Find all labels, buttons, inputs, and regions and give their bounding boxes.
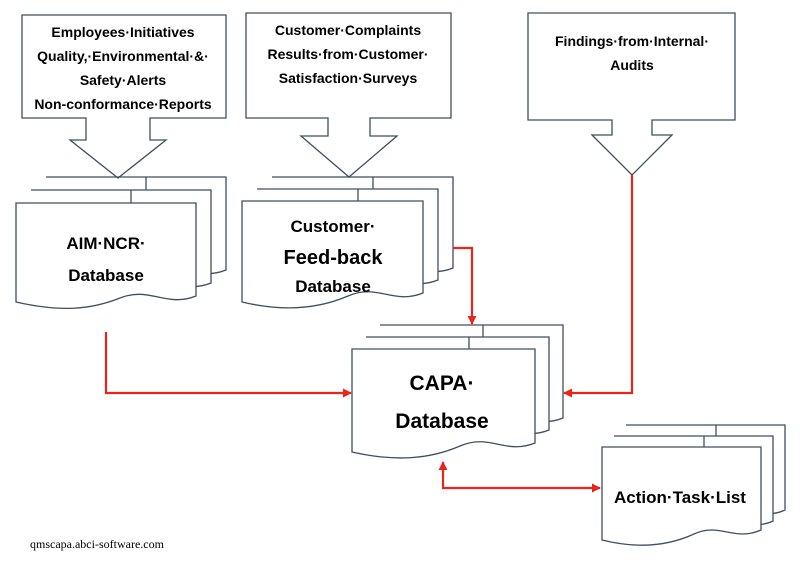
employees-source-callout: Employees·Initiatives Quality,·Environme…: [21, 14, 227, 179]
feedback-line-3: Database: [295, 277, 371, 296]
customer-source-callout: Customer·Complaints Results·from·Custome…: [245, 12, 452, 178]
feedback-line-2: Feed-back: [284, 247, 384, 269]
customer-line-1: Customer·Complaints: [275, 22, 421, 38]
customer-line-2: Results·from·Customer·: [267, 46, 428, 62]
feedback-line-1: Customer·: [290, 217, 375, 236]
audits-source-callout: Findings·from·Internal· Audits: [527, 12, 736, 176]
action-task-list: Action·Task·List: [601, 424, 786, 546]
connector-feedback-to-capa: [453, 246, 477, 325]
aim-ncr-subtitle: Database: [68, 266, 144, 285]
connector-ncr-to-capa: [104, 332, 352, 398]
aim-ncr-title: AIM·NCR·: [66, 234, 145, 253]
feedback-database: Customer· Feed-back Database: [241, 176, 454, 309]
connector-capa-action-bidirectional: [438, 461, 601, 493]
site-caption: qmscapa.abci-software.com: [30, 537, 165, 551]
capa-title: CAPA·: [410, 372, 475, 395]
employees-line-2: Quality,·Environmental·&·: [37, 48, 209, 64]
aim-ncr-database: AIM·NCR· Database: [15, 176, 227, 310]
action-task-title: Action·Task·List: [614, 488, 746, 507]
employees-line-3: Safety·Alerts: [80, 72, 167, 88]
employees-line-1: Employees·Initiatives: [51, 24, 194, 40]
capa-database: CAPA· Database: [351, 324, 564, 459]
audits-line-2: Audits: [610, 57, 654, 73]
customer-line-3: Satisfaction·Surveys: [279, 70, 418, 86]
employees-line-4: Non-conformance·Reports: [34, 96, 212, 112]
audits-line-1: Findings·from·Internal·: [555, 33, 709, 49]
capa-subtitle: Database: [395, 410, 488, 433]
connector-audits-to-capa: [563, 175, 634, 398]
